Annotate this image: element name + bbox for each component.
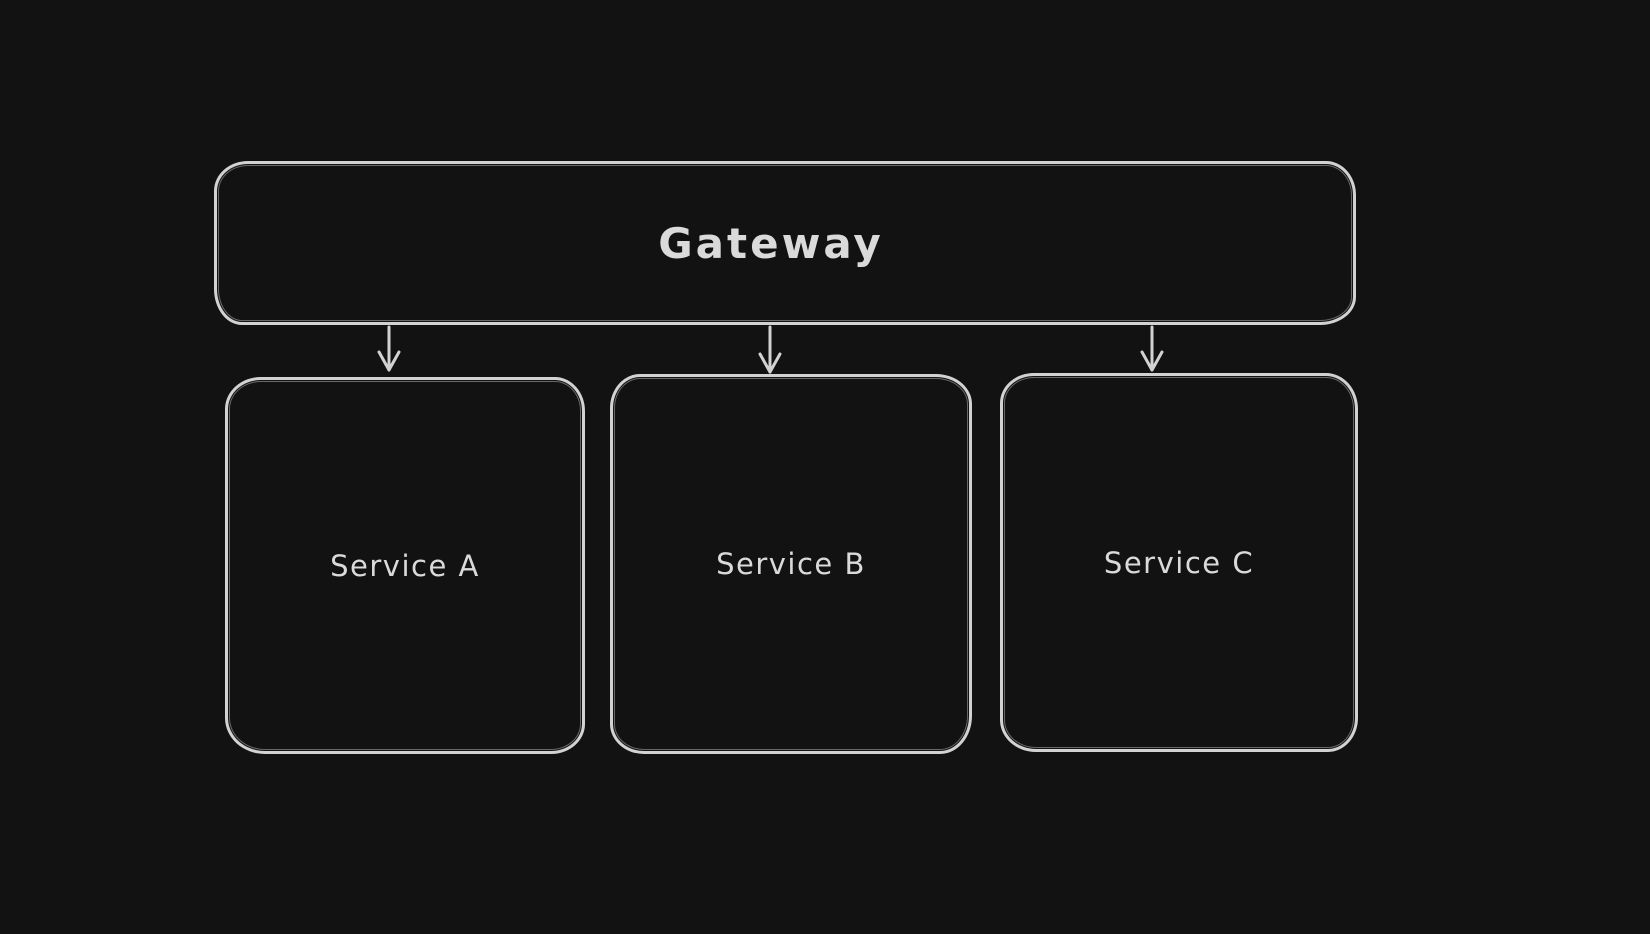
node-service-b-label: Service B (716, 547, 866, 581)
node-gateway-label: Gateway (658, 218, 884, 268)
arrow-gateway-to-service-b[interactable] (758, 325, 782, 374)
node-service-b[interactable]: Service B (610, 374, 972, 754)
node-gateway[interactable]: Gateway (214, 161, 1356, 325)
arrow-gateway-to-service-a[interactable] (377, 325, 401, 372)
node-service-c-label: Service C (1103, 545, 1255, 580)
node-service-a-label: Service A (330, 548, 480, 583)
arrow-gateway-to-service-c[interactable] (1140, 325, 1164, 372)
node-service-c[interactable]: Service C (1000, 373, 1358, 752)
node-service-a[interactable]: Service A (225, 377, 585, 754)
